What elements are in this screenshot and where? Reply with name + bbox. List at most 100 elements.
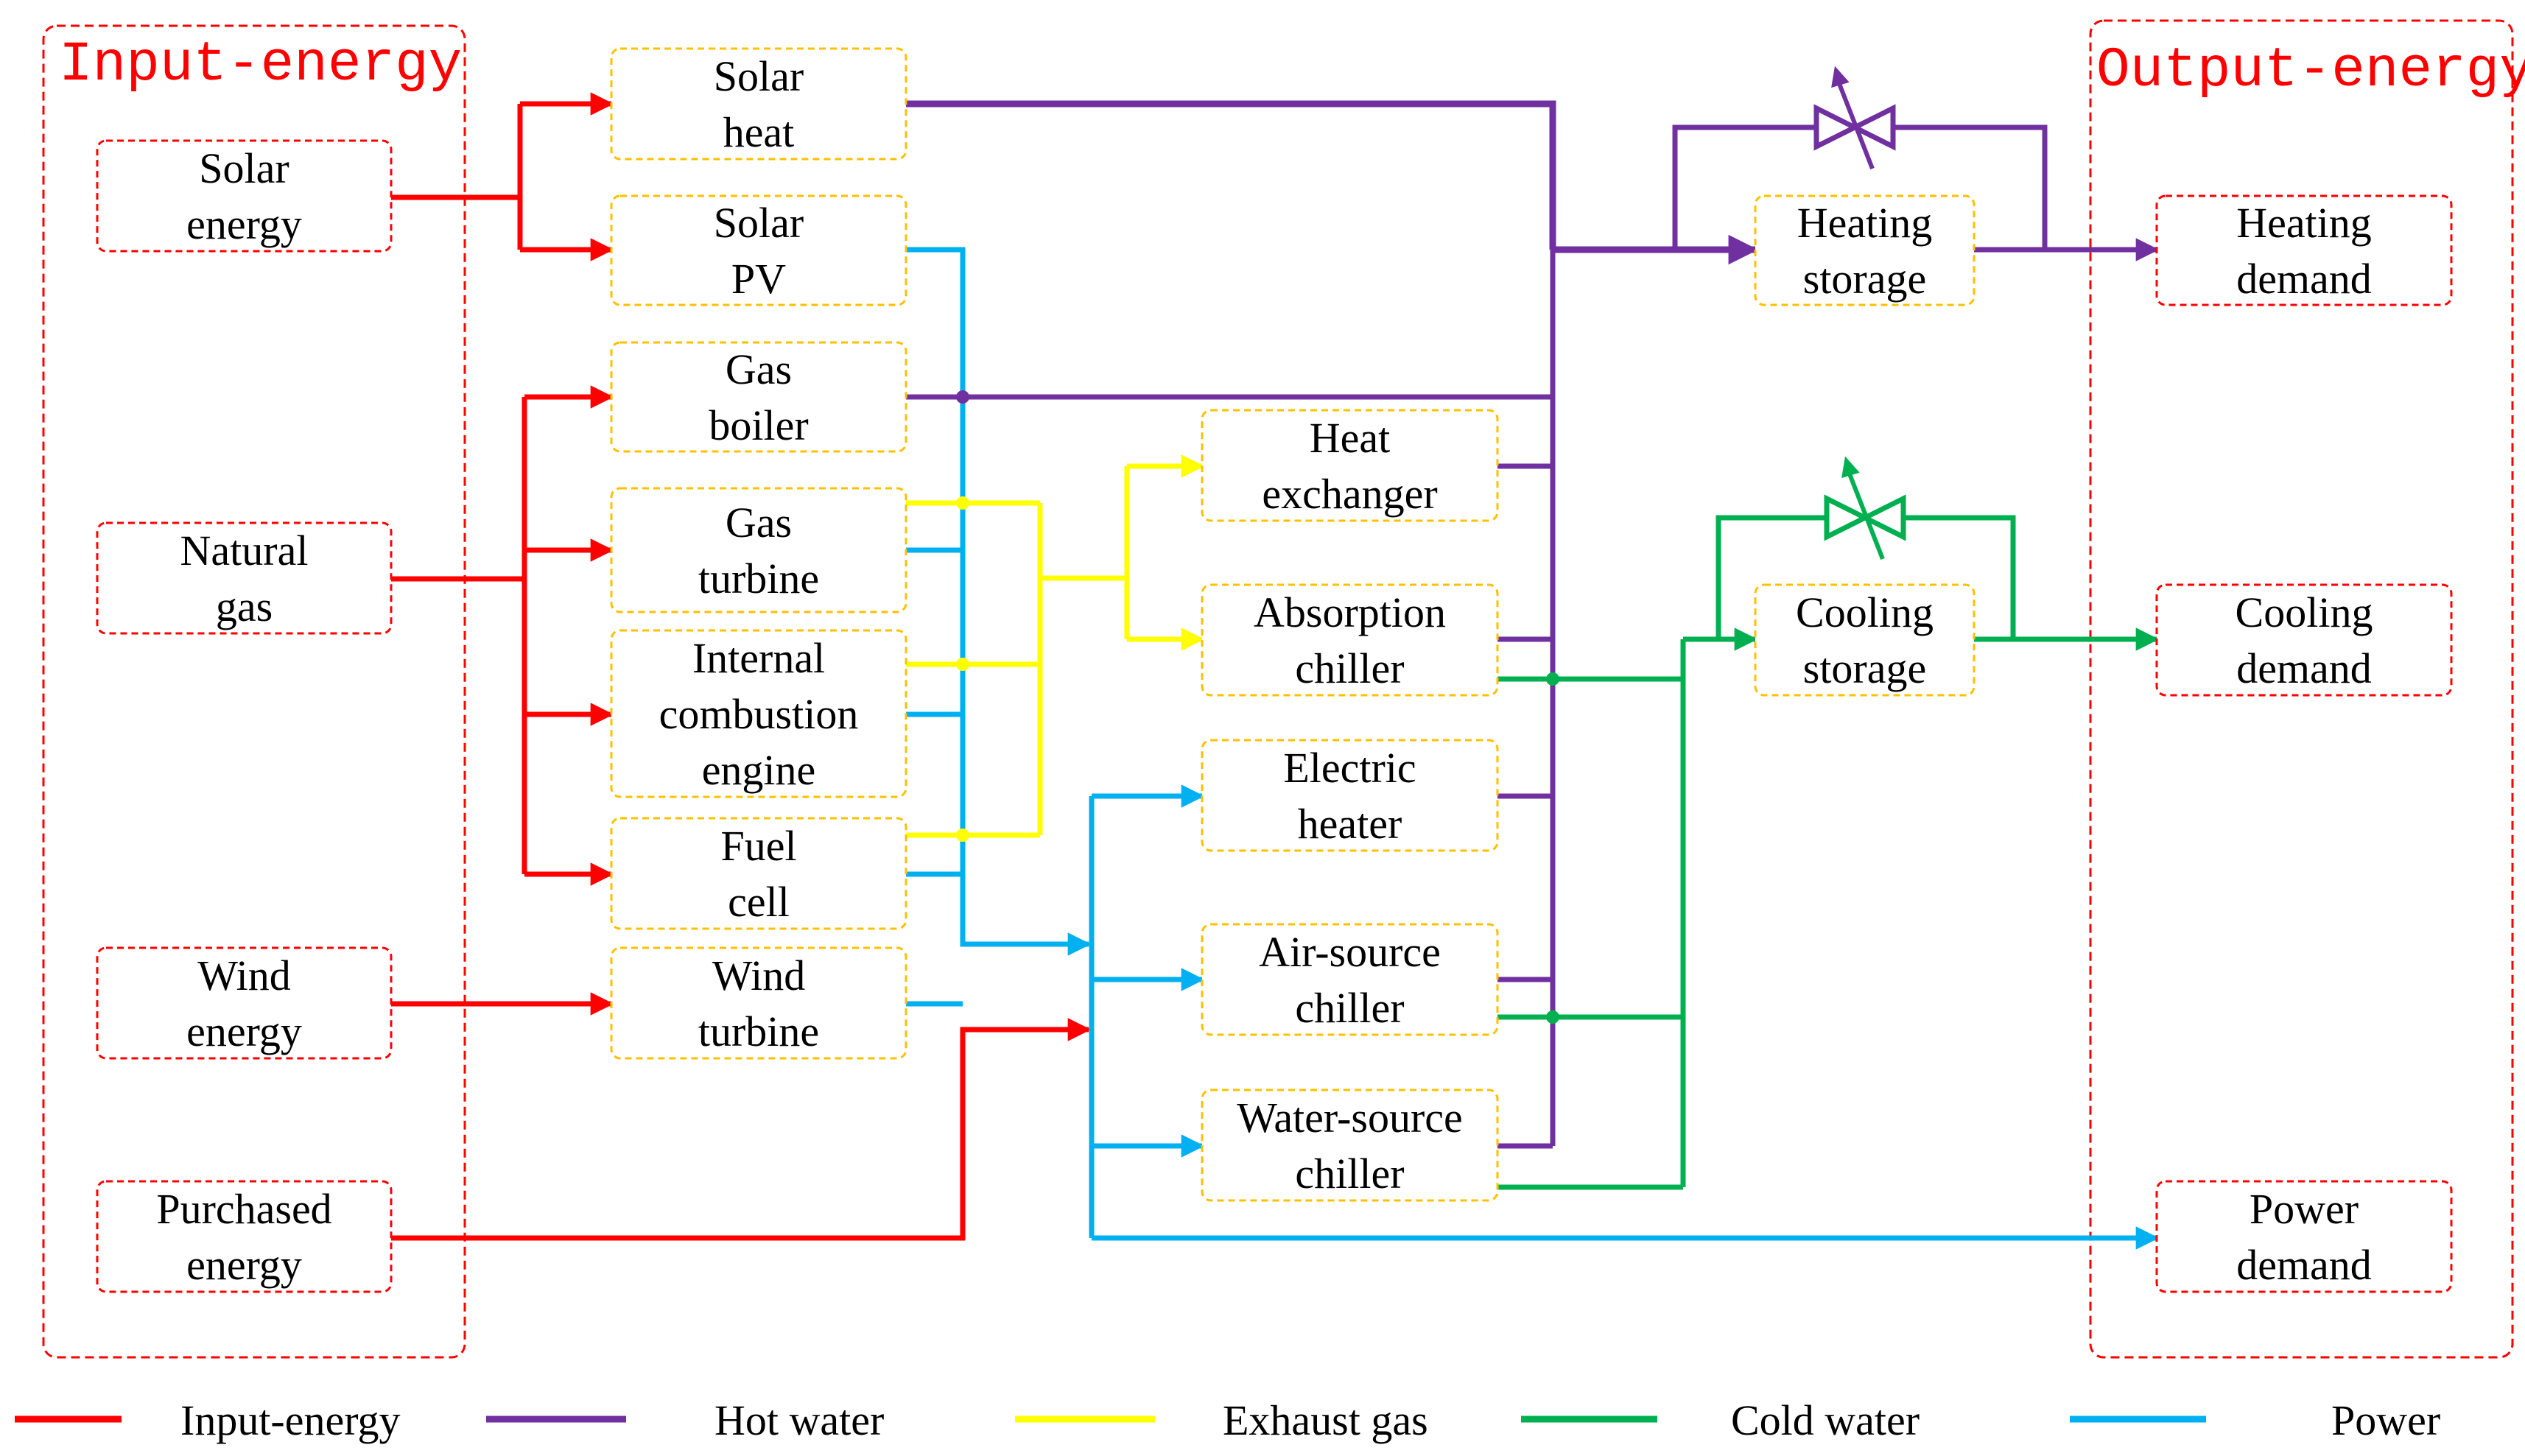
solar-energy-label-line: energy xyxy=(186,200,302,248)
solar-pv-power xyxy=(906,247,1092,956)
solar-heat-label-line: Solar xyxy=(714,52,804,100)
legend-item-power: Power xyxy=(2070,1396,2440,1444)
absorption-chiller-label-line: chiller xyxy=(1295,644,1404,692)
wind-energy-label-line: Wind xyxy=(197,952,291,999)
wind-turbine-box: Wind turbine xyxy=(610,946,907,1060)
purchased-energy-label-line: Purchased xyxy=(156,1185,331,1233)
electric-heater-box-border xyxy=(1201,739,1499,852)
junction-purple-cold-2 xyxy=(1546,1010,1559,1024)
cooling-demand-box: Cooling demand xyxy=(2155,583,2453,697)
heating-bypass-valve-icon xyxy=(1813,66,1896,170)
output-energy-group-title: Output-energy xyxy=(2096,39,2525,102)
absorption-chiller-box: Absorption chiller xyxy=(1201,583,1499,697)
valves xyxy=(1813,66,1906,560)
natural-gas-label-line: gas xyxy=(216,583,273,630)
water-source-chiller-label-line: chiller xyxy=(1295,1150,1404,1197)
electric-heater-box: Electric heater xyxy=(1201,739,1499,852)
cooling-demand-label-line: demand xyxy=(2236,644,2372,692)
internal-combustion-engine-label-line: engine xyxy=(702,746,816,794)
legend-item-cold-water: Cold water xyxy=(1521,1396,1920,1444)
internal-combustion-engine-label-line: combustion xyxy=(659,690,859,738)
gas-boiler-label-line: boiler xyxy=(709,401,808,449)
heating-demand-box: Heating demand xyxy=(2155,194,2453,306)
legend-item-input-energy: Input-energy xyxy=(15,1396,401,1444)
purchased-energy-line xyxy=(391,1018,1092,1241)
cooling-demand-label-line: Cooling xyxy=(2236,588,2373,636)
wind-energy-box-border xyxy=(96,946,393,1060)
natural-gas-box-border xyxy=(96,521,393,635)
heating-storage-label-line: Heating xyxy=(1797,199,1933,247)
absorption-chiller-box-border xyxy=(1201,583,1499,697)
heating-demand-label-line: demand xyxy=(2236,255,2372,303)
solar-heat-box: Solar heat xyxy=(610,47,907,161)
fuel-cell-label-line: cell xyxy=(728,878,790,926)
output-energy-group-border xyxy=(2089,19,2514,1359)
power-demand-box: Power demand xyxy=(2155,1180,2453,1293)
electric-heater-label-line: Electric xyxy=(1283,744,1416,792)
fuel-cell-box-border xyxy=(610,817,907,930)
connections xyxy=(391,92,2160,1250)
legend-label: Cold water xyxy=(1731,1396,1920,1444)
heating-storage-box-border xyxy=(1754,194,1976,306)
gas-turbine-label-line: Gas xyxy=(726,499,792,546)
cooling-storage-label-line: Cooling xyxy=(1796,588,1934,636)
heating-demand-box-border xyxy=(2155,194,2453,306)
solar-energy-box: Solar energy xyxy=(96,139,393,253)
wind-turbine-label-line: turbine xyxy=(698,1007,819,1055)
hop-blue-yellow-1 xyxy=(956,496,969,510)
solar-energy-label-line: Solar xyxy=(199,144,289,192)
solar-heat-hot-water xyxy=(906,100,1556,250)
power-demand-label-line: Power xyxy=(2250,1185,2359,1233)
power-demand-label-line: demand xyxy=(2236,1241,2372,1289)
electric-heater-label-line: heater xyxy=(1298,800,1402,848)
fuel-cell-label-line: Fuel xyxy=(720,822,796,870)
solar-pv-label-line: PV xyxy=(731,255,786,303)
legend-item-exhaust-gas: Exhaust gas xyxy=(1015,1396,1428,1444)
internal-combustion-engine-box-border xyxy=(610,629,907,798)
solar-pv-box-border xyxy=(610,194,907,306)
input-energy-group-title: Input-energy xyxy=(59,33,462,96)
legend-item-hot-water: Hot water xyxy=(486,1396,884,1444)
hop-blue-purple xyxy=(956,390,969,404)
natural-gas-label-line: Natural xyxy=(180,527,309,574)
hop-blue-yellow-2 xyxy=(956,658,969,671)
legend-label: Exhaust gas xyxy=(1223,1396,1428,1444)
water-source-chiller-box: Water-source chiller xyxy=(1201,1089,1499,1202)
power-demand-box-border xyxy=(2155,1180,2453,1293)
heating-storage-box: Heating storage xyxy=(1754,194,1976,306)
legend-label: Power xyxy=(2331,1396,2440,1444)
water-source-chiller-box-border xyxy=(1201,1089,1499,1202)
solar-heat-label-line: heat xyxy=(723,108,795,156)
cooling-storage-box-border xyxy=(1754,583,1976,697)
gas-boiler-box-border xyxy=(610,341,907,453)
legend-label: Input-energy xyxy=(180,1396,401,1444)
hop-blue-yellow-3 xyxy=(956,829,969,842)
cooling-bypass-valve-icon xyxy=(1824,456,1906,560)
fuel-cell-box: Fuel cell xyxy=(610,817,907,930)
gas-turbine-box-border xyxy=(610,487,907,613)
water-source-chiller-label-line: Water-source xyxy=(1237,1094,1463,1142)
output-energy-group: Output-energy xyxy=(2089,19,2525,1359)
wind-turbine-label-line: Wind xyxy=(712,952,806,999)
input-energy-group-border xyxy=(42,24,466,1359)
purchased-energy-label-line: energy xyxy=(186,1241,302,1289)
heat-exchanger-box-border xyxy=(1201,409,1499,522)
purchased-energy-box: Purchased energy xyxy=(96,1180,393,1293)
wind-turbine-box-border xyxy=(610,946,907,1060)
air-source-chiller-box-border xyxy=(1201,923,1499,1036)
heating-demand-label-line: Heating xyxy=(2236,199,2372,247)
cooling-demand-box-border xyxy=(2155,583,2453,697)
solar-energy-box-border xyxy=(96,139,393,253)
heating-storage-label-line: storage xyxy=(1803,255,1927,303)
air-source-chiller-label-line: chiller xyxy=(1295,984,1404,1032)
legend: Input-energy Hot water Exhaust gas Cold wat… xyxy=(15,1396,2440,1444)
absorption-chiller-label-line: Absorption xyxy=(1254,588,1446,636)
heat-exchanger-label-line: Heat xyxy=(1310,414,1391,462)
natural-gas-box: Natural gas xyxy=(96,521,393,635)
